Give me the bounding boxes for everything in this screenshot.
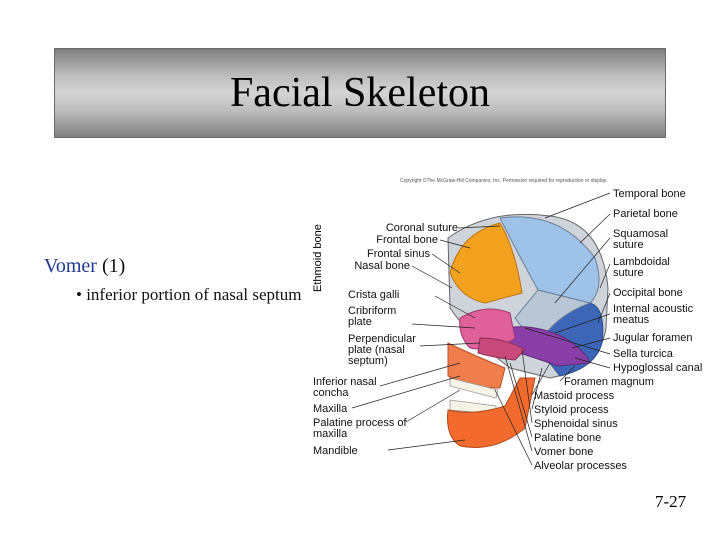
label-inferior-nasal-concha: Inferior nasal concha [313,376,377,399]
bullet-number: (1) [96,255,126,277]
label-internal-acoustic-meatus: Internal acoustic meatus [613,303,694,326]
title-bar: Facial Skeleton [54,48,666,138]
label-lambdoidal-suture: Lambdoidal suture [613,256,670,279]
slide-title: Facial Skeleton [229,70,491,116]
label-hypoglossal-canal: Hypoglossal canal [613,362,703,374]
label-parietal-bone: Parietal bone [613,208,678,220]
bullet-term: Vomer [44,255,97,277]
skull-figure: Copyright ©The McGraw-Hill Companies, In… [310,178,710,476]
label-sella-turcica: Sella turcica [613,348,673,360]
label-occipital-bone: Occipital bone [613,287,683,299]
label-temporal-bone: Temporal bone [613,188,686,200]
label-maxilla: Maxilla [313,403,348,415]
bullet-detail: • inferior portion of nasal septum [76,285,302,304]
label-cribriform-plate: Cribriform plate [348,305,397,328]
label-squamosal-suture: Squamosal suture [613,228,669,251]
label-vomer-bone: Vomer bone [534,446,594,458]
label-coronal-suture: Coronal suture [385,222,458,234]
label-perpendicular-plate: Perpendicular plate (nasal septum) [348,333,416,367]
bullet-vomer: Vomer (1) [44,255,125,278]
label-ethmoid-bone: Ethmoid bone [312,224,324,292]
label-palatine-process: Palatine process of maxilla [313,417,407,440]
label-palatine-bone: Palatine bone [534,432,602,444]
figure-copyright: Copyright ©The McGraw-Hill Companies, In… [400,178,608,184]
label-frontal-bone: Frontal bone [376,234,438,246]
label-foramen-magnum: Foramen magnum [564,376,654,388]
label-mandible: Mandible [313,445,358,457]
label-nasal-bone: Nasal bone [354,260,410,272]
page-number: 7-27 [655,492,687,511]
label-jugular-foramen: Jugular foramen [613,332,693,344]
label-alveolar-processes: Alveolar processes [534,460,627,472]
label-frontal-sinus: Frontal sinus [367,248,430,260]
label-crista-galli: Crista galli [348,289,400,301]
label-mastoid-process: Mastoid process [534,390,615,402]
label-sphenoidal-sinus: Sphenoidal sinus [534,418,618,430]
label-styloid-process: Styloid process [534,404,609,416]
skull-illustration [351,192,611,466]
